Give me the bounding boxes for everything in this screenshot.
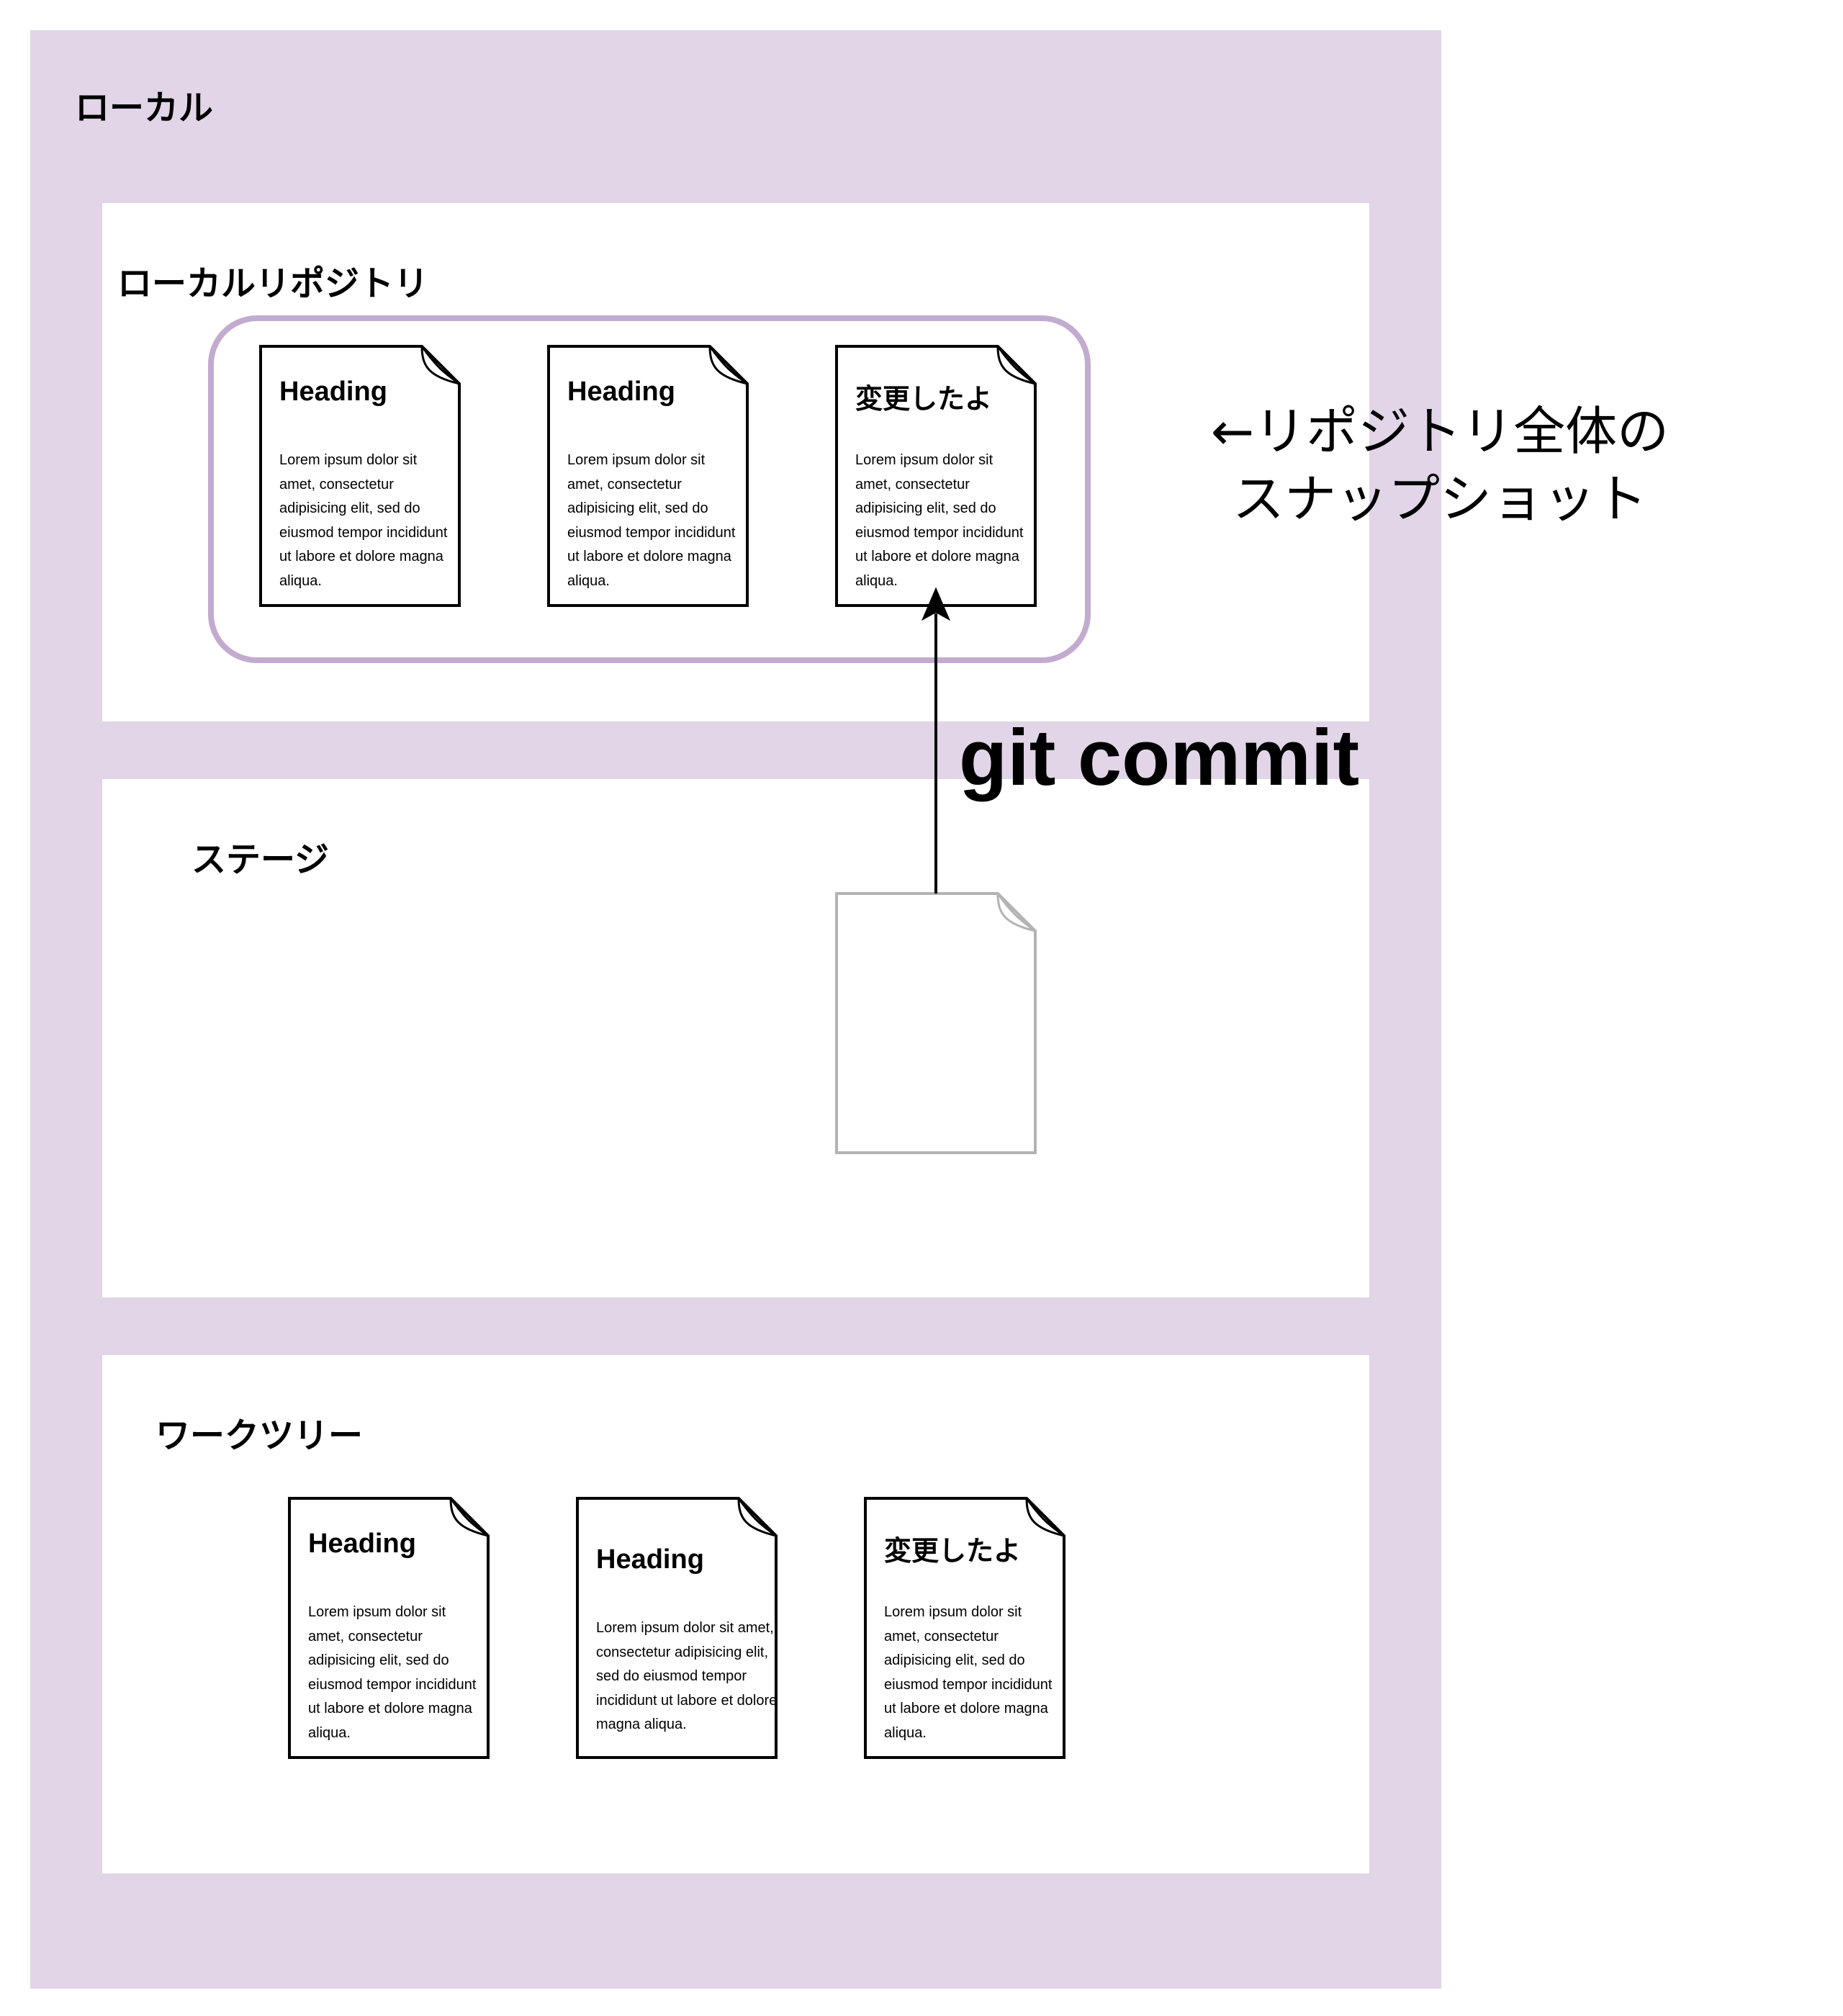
file-heading: Heading <box>567 377 675 407</box>
snapshot-annotation-line-2: スナップショット <box>1232 469 1647 529</box>
file-heading: Heading <box>596 1544 704 1575</box>
repository-file-1: Heading Lorem ipsum dolor sit amet, cons… <box>259 345 461 607</box>
worktree-file-3: 変更したよ Lorem ipsum dolor sit amet, consec… <box>864 1497 1065 1759</box>
document-icon <box>835 892 1037 1154</box>
file-heading: 変更したよ <box>884 1536 1022 1567</box>
repository-file-3: 変更したよ Lorem ipsum dolor sit amet, consec… <box>835 345 1037 607</box>
file-heading: Heading <box>279 377 387 407</box>
document-icon <box>576 1497 778 1759</box>
file-body: Lorem ipsum dolor sit amet, consectetur … <box>884 1604 1053 1741</box>
document-icon <box>835 345 1037 607</box>
document-icon <box>864 1497 1065 1759</box>
git-commit-label: git commit <box>959 714 1360 802</box>
snapshot-group <box>208 315 1091 663</box>
snapshot-annotation: ←リポジトリ全体の スナップショット <box>1137 397 1742 533</box>
file-body: Lorem ipsum dolor sit amet, consectetur … <box>596 1620 778 1732</box>
file-body: Lorem ipsum dolor sit amet, consectetur … <box>308 1604 477 1741</box>
file-heading: 変更したよ <box>855 384 993 415</box>
stage-panel: ステージ <box>102 779 1369 1297</box>
stage-title: ステージ <box>191 840 330 880</box>
file-body: Lorem ipsum dolor sit amet, consectetur … <box>279 452 448 589</box>
staged-file <box>835 892 1037 1154</box>
worktree-file-1: Heading Lorem ipsum dolor sit amet, cons… <box>288 1497 490 1759</box>
file-body: Lorem ipsum dolor sit amet, consectetur … <box>855 452 1024 589</box>
file-body: Lorem ipsum dolor sit amet, consectetur … <box>567 452 736 589</box>
worktree-title: ワークツリー <box>156 1416 364 1456</box>
file-heading: Heading <box>308 1529 416 1559</box>
document-icon <box>288 1497 490 1759</box>
document-icon <box>547 345 749 607</box>
worktree-file-2: Heading Lorem ipsum dolor sit amet, cons… <box>576 1497 778 1759</box>
document-icon <box>259 345 461 607</box>
snapshot-annotation-line-1: ←リポジトリ全体の <box>1210 401 1669 462</box>
local-title: ローカル <box>75 88 214 128</box>
repository-title: ローカルリポジトリ <box>117 264 429 304</box>
repository-file-2: Heading Lorem ipsum dolor sit amet, cons… <box>547 345 749 607</box>
